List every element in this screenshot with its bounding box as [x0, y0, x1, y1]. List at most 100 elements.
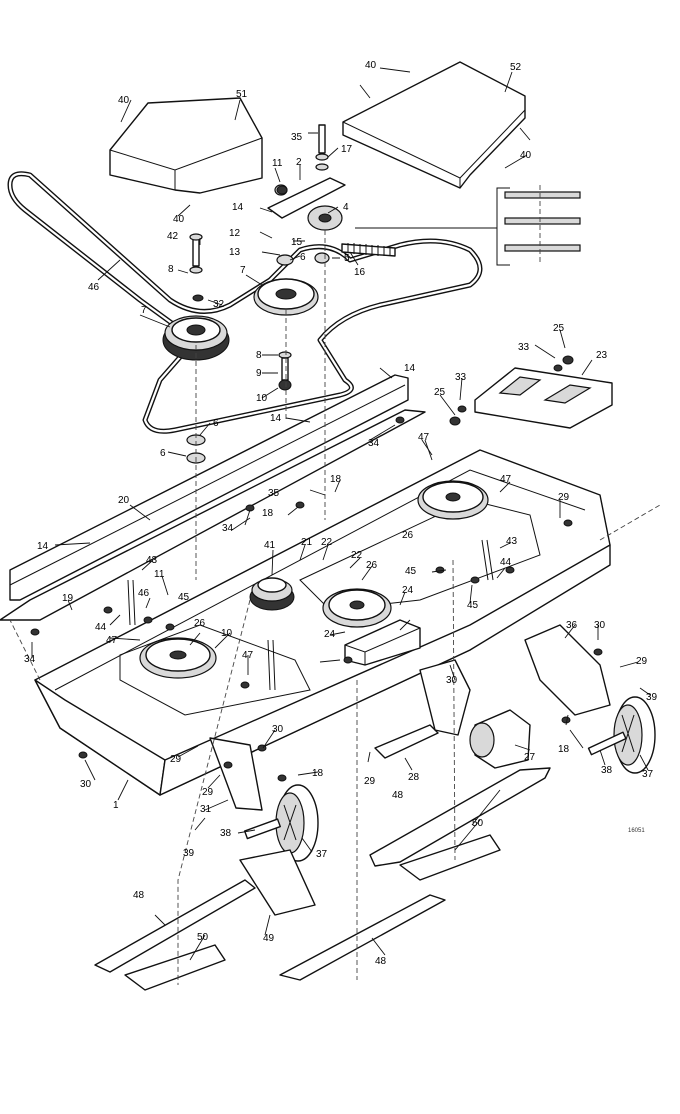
spindle-pulley-left [139, 637, 217, 679]
callout-8-a: 8 [168, 264, 174, 275]
callout-24-b: 24 [324, 629, 336, 640]
callout-30-a: 30 [594, 620, 606, 631]
right-gauge-wheel-assembly [524, 624, 656, 774]
callout-18-c: 18 [558, 744, 570, 755]
callout-35-b: 35 [268, 488, 280, 499]
blade-left [94, 879, 256, 973]
adjustment-chains [127, 539, 494, 691]
callout-45-b: 45 [178, 592, 190, 603]
drive-pulley-41 [249, 577, 295, 611]
mulch-kit-left [124, 944, 226, 991]
gearbox [344, 619, 421, 666]
callout-22-a: 22 [321, 537, 333, 548]
callout-40-a: 40 [118, 95, 130, 106]
callout-45-a: 45 [405, 566, 417, 577]
callout-29-d: 29 [364, 776, 376, 787]
callout-39-b: 39 [183, 848, 195, 859]
callout-38-b: 38 [220, 828, 232, 839]
deck-mount-bracket [474, 367, 613, 429]
callout-34-b: 34 [222, 523, 234, 534]
callout-30-b: 30 [446, 675, 458, 686]
callout-50-b: 50 [197, 932, 209, 943]
callout-8-b: 8 [256, 350, 262, 361]
callout-19: 19 [62, 593, 74, 604]
callout-48-b: 48 [133, 890, 145, 901]
callout-32: 32 [213, 299, 225, 310]
callout-7-a: 7 [240, 265, 246, 276]
callout-39-a: 39 [646, 692, 658, 703]
callout-13: 13 [229, 247, 241, 258]
callout-42: 42 [167, 231, 179, 242]
callout-26-a: 26 [402, 530, 414, 541]
callout-48-c: 48 [375, 956, 387, 967]
callout-18-d: 18 [312, 768, 324, 779]
callout-26-b: 26 [366, 560, 378, 571]
callout-44-a: 44 [500, 557, 512, 568]
callout-47-a: 47 [418, 432, 430, 443]
callout-14-c: 14 [270, 413, 282, 424]
callout-23: 23 [596, 350, 608, 361]
callout-28: 28 [408, 772, 420, 783]
callout-18-b: 18 [262, 508, 274, 519]
callout-34-c: 34 [24, 654, 36, 665]
callout-30-c: 30 [272, 724, 284, 735]
callout-35-a: 35 [291, 132, 303, 143]
callout-18-a: 18 [330, 474, 342, 485]
assembly-center-lines [9, 230, 661, 985]
callout-22-b: 22 [351, 550, 363, 561]
callout-12: 12 [229, 228, 241, 239]
callout-9: 9 [256, 368, 262, 379]
callout-30-d: 30 [80, 779, 92, 790]
callout-14-a: 14 [232, 202, 244, 213]
callout-5: 5 [344, 253, 350, 264]
callout-40-b: 40 [365, 60, 377, 71]
callout-40-d: 40 [173, 214, 185, 225]
blade-center [279, 894, 446, 981]
callout-33-b: 33 [518, 342, 530, 353]
callout-46-b: 46 [138, 588, 150, 599]
callout-1: 1 [113, 800, 119, 811]
callout-50-a: 50 [472, 818, 484, 829]
right-belt-cover [342, 61, 526, 189]
front-bracket [419, 659, 471, 736]
callout-46: 46 [88, 282, 100, 293]
front-deflector-shield [0, 374, 426, 621]
callout-44-b: 44 [95, 622, 107, 633]
part-callouts: 40 51 40 52 40 40 35 17 11 2 14 4 42 12 … [24, 60, 658, 967]
callout-24-a: 24 [402, 585, 414, 596]
callout-2: 2 [296, 157, 302, 168]
spindle-pulley-right [417, 480, 489, 520]
idler-pulley-upper [253, 278, 319, 316]
belt-section-inset [355, 185, 581, 266]
drive-belt [7, 171, 483, 434]
mower-deck-housing [34, 449, 611, 796]
callout-29-b: 29 [636, 656, 648, 667]
drawing-code: 16051 [628, 828, 645, 834]
spindle-pulley-center [322, 588, 392, 628]
callout-29-e: 29 [202, 787, 214, 798]
callout-36: 36 [566, 620, 578, 631]
callout-10-b: 10 [221, 628, 233, 639]
callout-38-a: 38 [601, 765, 613, 776]
callout-41: 41 [264, 540, 276, 551]
mulch-kit-right [399, 834, 501, 881]
callout-40-c: 40 [520, 150, 532, 161]
callout-43-a: 43 [146, 555, 158, 566]
callout-31: 31 [200, 804, 212, 815]
callout-20: 20 [118, 495, 130, 506]
callout-14-b: 14 [404, 363, 416, 374]
callout-45-c: 45 [467, 600, 479, 611]
anti-scalp-roller [374, 709, 531, 769]
callout-11-a: 11 [272, 158, 283, 169]
callout-7-b: 7 [141, 305, 147, 316]
callout-27: 27 [524, 752, 536, 763]
callout-6-c: 6 [160, 448, 166, 459]
callout-43-b: 43 [506, 536, 518, 547]
left-belt-cover [109, 97, 263, 194]
callout-15: 15 [291, 237, 303, 248]
callout-4: 4 [343, 202, 349, 213]
callout-34-a: 34 [368, 438, 380, 449]
callout-10-a: 10 [256, 393, 268, 404]
callout-29-c: 29 [170, 754, 182, 765]
